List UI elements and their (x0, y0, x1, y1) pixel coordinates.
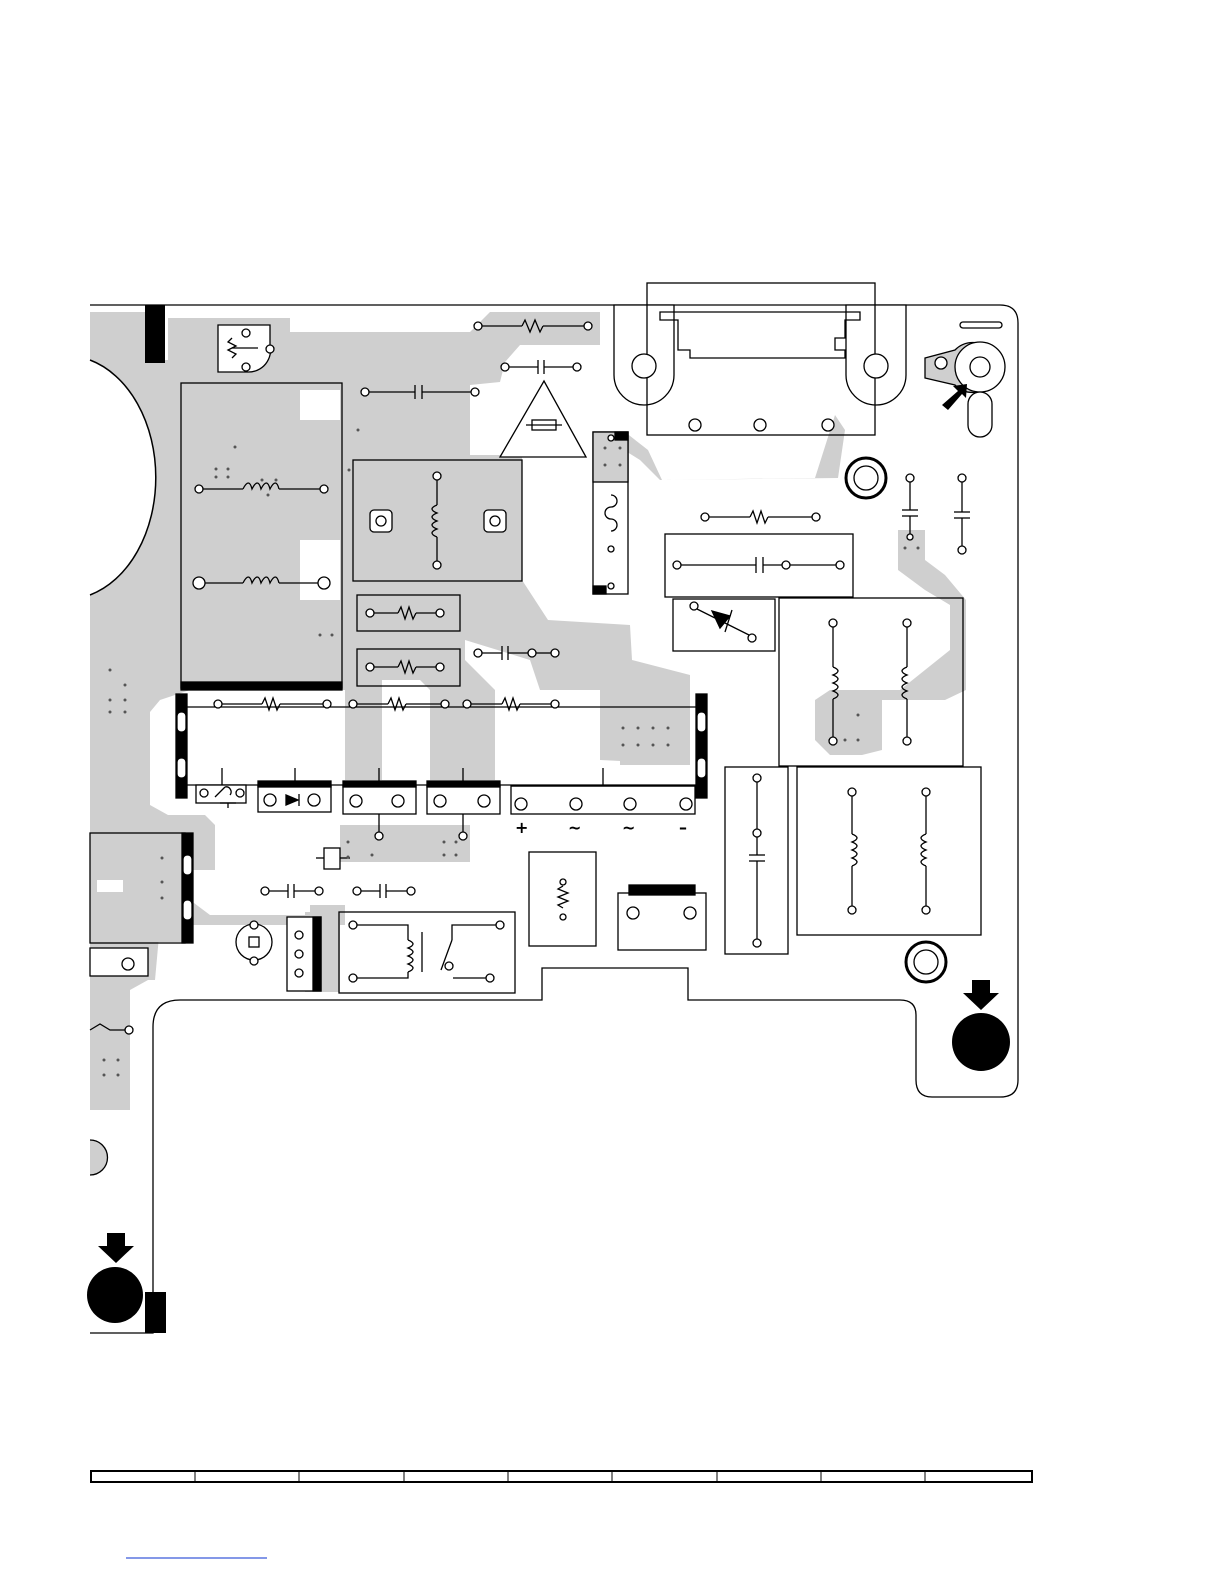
resistor-vertical-box (529, 852, 596, 946)
varistor-box (673, 599, 775, 651)
regulator-ic (618, 885, 706, 950)
capacitor-lower-2 (353, 884, 415, 898)
arrow-down-marker (87, 980, 1010, 1333)
arrow-diagonal-marker (942, 384, 967, 410)
bridge-terminal-labels: + ~ ~ – (515, 818, 687, 837)
connector-housing (614, 283, 906, 435)
bridge-rectifier (511, 768, 695, 814)
connector-3pin (287, 917, 321, 991)
terminal-label-plus: + (515, 818, 528, 837)
capacitor-top-1 (501, 360, 581, 374)
scale-ruler (91, 1471, 1032, 1482)
relay (339, 912, 515, 993)
terminal-label-ac2: ~ (622, 818, 635, 837)
black-marker-block (145, 305, 165, 363)
fuse-warning-triangle (500, 381, 586, 457)
thermistor (196, 768, 246, 808)
diode (258, 768, 331, 812)
resistor-bank (214, 698, 559, 710)
capacitor-box-right (665, 534, 853, 597)
common-mode-choke-2 (797, 767, 981, 935)
terminal-label-ac1: ~ (568, 818, 581, 837)
capacitor-lower-1 (261, 884, 323, 898)
electrolytic-capacitor (236, 921, 272, 965)
connector-strip (593, 432, 628, 594)
capacitor-vertical-box (725, 767, 788, 954)
resistor-right (701, 511, 820, 523)
terminal-label-minus: – (679, 818, 687, 837)
